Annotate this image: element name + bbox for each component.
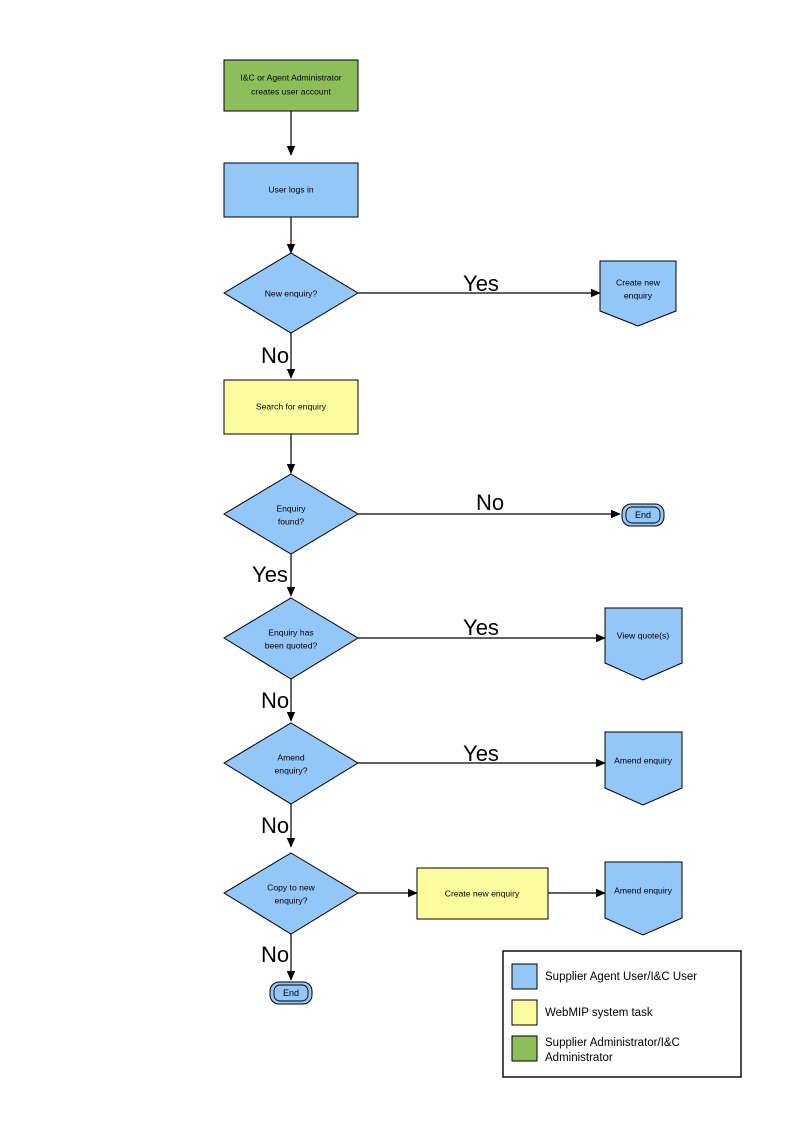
legend-label-webmip-system-task: WebMIP system task [545, 1007, 653, 1019]
node-user-logs-in[interactable]: User logs in [223, 162, 359, 218]
node-enquiry-found-decision[interactable]: Enquiry found? [223, 473, 359, 555]
end-top-label: End [635, 510, 651, 520]
view-quotes-banner[interactable] [604, 607, 683, 681]
copy-to-new-label-line1: Copy to new [267, 882, 316, 892]
node-new-enquiry-decision[interactable]: New enquiry? [223, 252, 359, 334]
node-view-quotes-document[interactable]: View quote(s) [604, 607, 683, 681]
create-new-enquiry-label-line1: Create new [616, 277, 661, 287]
node-create-new-enquiry-task[interactable]: Create new enquiry [416, 867, 549, 920]
legend: Supplier Agent User/I&C User WebMIP syst… [502, 950, 742, 1078]
new-enquiry-label: New enquiry? [265, 288, 318, 298]
create-new-enquiry-task-label: Create new enquiry [445, 888, 520, 898]
create-new-enquiry-task-rect[interactable] [416, 867, 549, 920]
admin-creates-account-label-line2: creates user account [251, 86, 331, 96]
copy-to-new-diamond[interactable] [223, 852, 359, 935]
enquiry-found-diamond[interactable] [223, 473, 359, 555]
legend-item-supplier-agent-user: Supplier Agent User/I&C User [511, 963, 697, 990]
enquiry-found-label-line2: found? [278, 516, 305, 526]
end-bottom-pill[interactable] [269, 981, 313, 1005]
amend-enquiry-label-line1: Amend [277, 752, 304, 762]
legend-swatch-blue [511, 963, 538, 990]
branch-label-new-enquiry-yes: Yes [463, 271, 499, 296]
branch-label-amend-enquiry-yes: Yes [463, 741, 499, 766]
node-amend-enquiry-document-1[interactable]: Amend enquiry [604, 731, 683, 806]
connectors [286, 111, 621, 981]
node-end-bottom[interactable]: End [269, 981, 313, 1005]
enquiry-quoted-diamond[interactable] [223, 597, 359, 680]
amend-enquiry-label-line2: enquiry? [275, 765, 308, 775]
amend-enquiry-banner-2[interactable] [604, 861, 683, 936]
legend-label-supplier-administrator-line1: Supplier Administrator/I&C [545, 1037, 680, 1049]
admin-creates-account-label-line1: I&C or Agent Administrator [240, 72, 341, 82]
end-bottom-inner-outline [273, 984, 309, 1002]
legend-swatch-yellow [511, 999, 538, 1026]
amend-enquiry-diamond[interactable] [223, 722, 359, 805]
branch-label-enquiry-quoted-no: No [261, 688, 289, 713]
end-top-inner-outline [625, 506, 661, 524]
branch-labels: Yes No No Yes Yes No Yes No No [252, 271, 504, 967]
node-end-top[interactable]: End [621, 503, 665, 527]
enquiry-quoted-label-line1: Enquiry has [268, 627, 313, 637]
legend-border [502, 950, 742, 1078]
branch-label-new-enquiry-no: No [261, 343, 289, 368]
enquiry-quoted-label-line2: been quoted? [265, 640, 318, 650]
node-create-new-enquiry-document[interactable]: Create new enquiry [599, 260, 677, 327]
legend-item-webmip-system-task: WebMIP system task [511, 999, 653, 1026]
amend-enquiry-document-1-label: Amend enquiry [614, 755, 673, 765]
amend-enquiry-banner-1[interactable] [604, 731, 683, 806]
create-new-enquiry-banner[interactable] [599, 260, 677, 327]
admin-creates-account-rect[interactable] [223, 59, 359, 112]
node-amend-enquiry-document-2[interactable]: Amend enquiry [604, 861, 683, 936]
branch-label-enquiry-quoted-yes: Yes [463, 615, 499, 640]
node-enquiry-quoted-decision[interactable]: Enquiry has been quoted? [223, 597, 359, 680]
legend-swatch-green [511, 1035, 538, 1062]
search-for-enquiry-label: Search for enquiry [256, 401, 327, 411]
branch-label-amend-enquiry-no: No [261, 813, 289, 838]
legend-label-supplier-administrator-line2: Administrator [545, 1052, 613, 1064]
node-admin-creates-account[interactable]: I&C or Agent Administrator creates user … [223, 59, 359, 112]
enquiry-found-label-line1: Enquiry [276, 503, 306, 513]
node-search-for-enquiry[interactable]: Search for enquiry [223, 379, 359, 435]
create-new-enquiry-label-line2: enquiry [624, 290, 653, 300]
legend-item-supplier-administrator: Supplier Administrator/I&C Administrator [511, 1035, 680, 1064]
node-amend-enquiry-decision[interactable]: Amend enquiry? [223, 722, 359, 805]
branch-label-enquiry-found-yes: Yes [252, 562, 288, 587]
node-copy-to-new-decision[interactable]: Copy to new enquiry? [223, 852, 359, 935]
legend-label-supplier-agent-user: Supplier Agent User/I&C User [545, 971, 697, 983]
user-logs-in-rect[interactable] [223, 162, 359, 218]
end-bottom-label: End [283, 988, 299, 998]
view-quotes-label: View quote(s) [617, 630, 670, 640]
branch-label-enquiry-found-no: No [476, 490, 504, 515]
user-logs-in-label: User logs in [268, 184, 314, 194]
copy-to-new-label-line2: enquiry? [275, 895, 308, 905]
end-top-pill[interactable] [621, 503, 665, 527]
new-enquiry-diamond[interactable] [223, 252, 359, 334]
search-for-enquiry-rect[interactable] [223, 379, 359, 435]
amend-enquiry-document-2-label: Amend enquiry [614, 885, 673, 895]
branch-label-copy-to-new-no: No [261, 942, 289, 967]
